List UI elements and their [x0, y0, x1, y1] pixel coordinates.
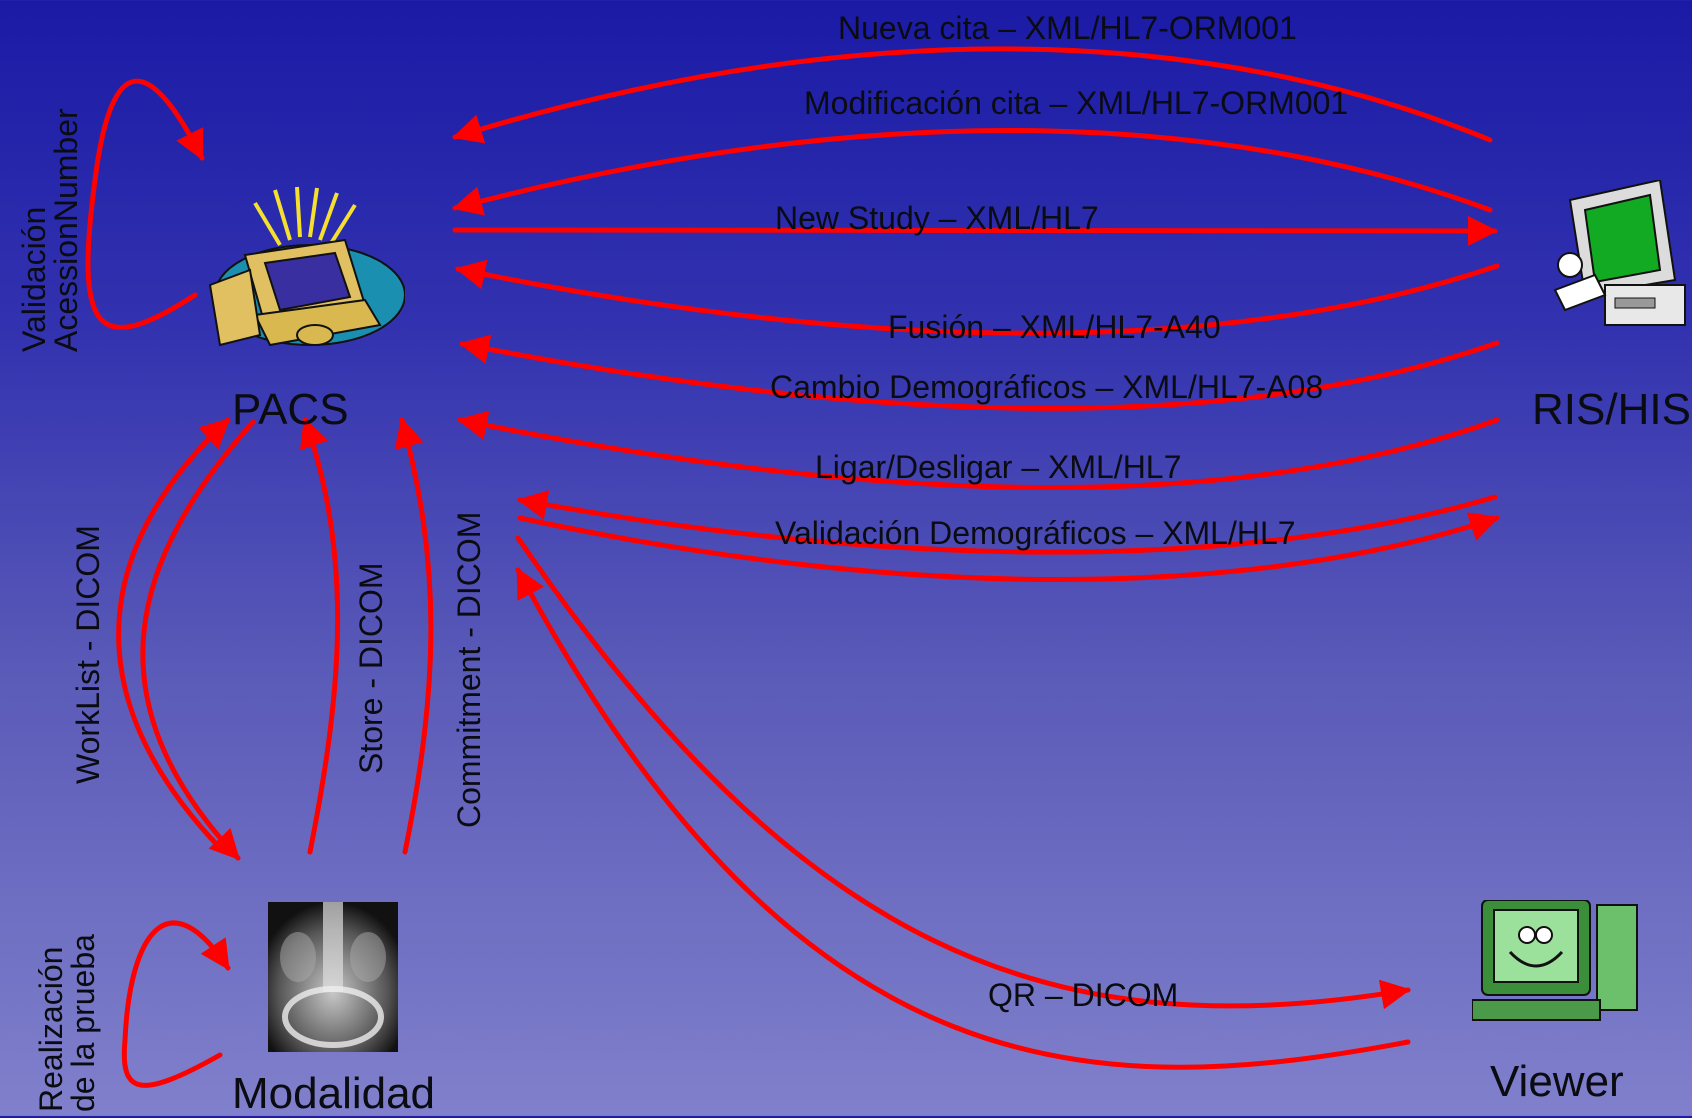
- msg-ligar-desligar: Ligar/Desligar – XML/HL7: [815, 449, 1182, 485]
- arrow-worklist-up: [116, 417, 231, 851]
- realizacion-line1: Realización: [33, 946, 69, 1112]
- arrow-new-study: [452, 215, 1498, 246]
- arrow-qr-out: [515, 535, 1411, 1010]
- realizacion-line2: de la prueba: [65, 934, 101, 1112]
- pacs-label: PACS: [232, 385, 349, 434]
- viewer-computer-icon: [1472, 900, 1638, 1021]
- arrow-nueva-cita: [452, 46, 1493, 144]
- loop-realizacion: [121, 920, 231, 1088]
- msg-validacion-demograficos: Validación Demográficos – XML/HL7: [775, 515, 1296, 551]
- msg-cambio-demograficos: Cambio Demográficos – XML/HL7-A08: [770, 369, 1324, 405]
- arrow-validacion-demograficos-in: [517, 490, 1498, 555]
- arrow-validacion-demograficos-out: [517, 512, 1500, 582]
- ris-computer-icon: [1553, 180, 1686, 326]
- msg-worklist: WorkList - DICOM: [70, 525, 106, 784]
- modalidad-xray-icon: [268, 902, 398, 1052]
- modalidad-label: Modalidad: [232, 1069, 436, 1118]
- arrow-commitment: [394, 417, 434, 855]
- msg-store: Store - DICOM: [353, 562, 389, 774]
- loop-validacion: [85, 78, 205, 330]
- realizacion-prueba-label: Realización de la prueba: [33, 934, 101, 1112]
- msg-modificacion-cita: Modificación cita – XML/HL7-ORM001: [804, 85, 1349, 121]
- arrow-worklist-down: [140, 419, 256, 861]
- arrow-store: [299, 417, 341, 855]
- viewer-label: Viewer: [1490, 1057, 1624, 1106]
- msg-nueva-cita: Nueva cita – XML/HL7-ORM001: [838, 10, 1297, 46]
- msg-fusion: Fusión – XML/HL7-A40: [888, 309, 1221, 345]
- msg-commitment: Commitment - DICOM: [451, 511, 487, 828]
- msg-new-study: New Study – XML/HL7: [775, 200, 1099, 236]
- arrow-modificacion-cita: [452, 128, 1493, 216]
- validacion-acessionnumber-label: Validación AcessionNumber: [16, 108, 84, 352]
- validacion-line1: Validación: [16, 206, 52, 352]
- validacion-line2: AcessionNumber: [48, 108, 84, 352]
- pacs-computer-icon: [208, 186, 405, 347]
- arrow-ligar: [457, 410, 1500, 490]
- arrow-fusion: [455, 259, 1500, 336]
- msg-qr: QR – DICOM: [988, 977, 1179, 1013]
- arrow-cambio-demograficos: [459, 334, 1500, 411]
- ris-his-label: RIS/HIS: [1532, 385, 1691, 434]
- arrow-qr-in: [515, 567, 1411, 1070]
